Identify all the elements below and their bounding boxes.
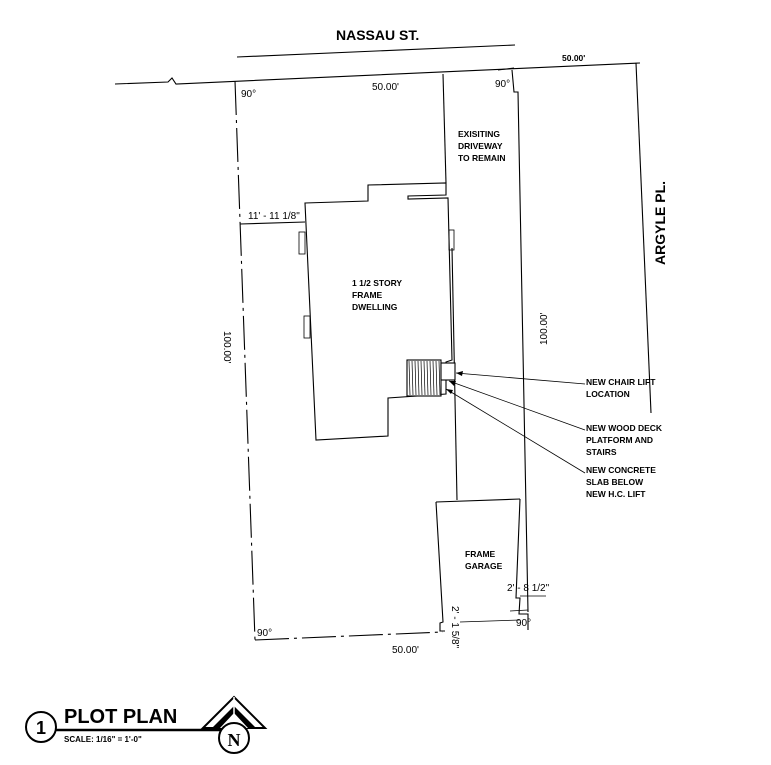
garage-right <box>515 498 529 630</box>
dim-rear-width: 50.00' <box>392 645 419 656</box>
dwelling-bay-left-top <box>298 231 306 255</box>
callout-chair-lift: NEW CHAIR LIFT LOCATION <box>586 377 658 399</box>
north-letter: N <box>228 730 241 750</box>
drawing-number-circle <box>25 711 57 743</box>
garage-left <box>435 501 445 632</box>
street-name-argyle: ARGYLE PL. <box>652 181 668 265</box>
dwelling <box>239 182 455 441</box>
dwelling-bay-right <box>448 229 455 251</box>
angle-top-left: 90° <box>241 89 256 100</box>
arrowhead-slab <box>446 389 453 394</box>
drawing-title: PLOT PLAN <box>64 706 177 728</box>
garage-tick <box>509 609 529 612</box>
garage-top <box>435 498 521 503</box>
garage <box>435 498 546 632</box>
angle-bottom-left: 90° <box>257 628 272 639</box>
nassau-street-line <box>236 44 516 58</box>
angle-bottom-right: 90° <box>516 618 531 629</box>
dwelling-outline <box>304 182 453 441</box>
arrowhead-deck <box>449 381 456 386</box>
drawing-scale: SCALE: 1/16" = 1'-0" <box>64 735 142 744</box>
leader-chair-lift <box>455 372 586 385</box>
stair-tread <box>420 360 423 396</box>
leader-deck <box>448 380 586 431</box>
street-name-nassau: NASSAU ST. <box>336 27 419 43</box>
leader-slab <box>445 388 586 474</box>
stair-tread <box>417 360 420 396</box>
setback-line <box>239 221 306 225</box>
chair-lift <box>440 362 456 381</box>
callout-slab: NEW CONCRETE SLAB BELOW NEW H.C. LIFT <box>586 465 658 499</box>
lot-right-boundary <box>511 69 529 613</box>
stair-tread <box>423 360 426 396</box>
lot-left-boundary <box>234 80 256 641</box>
stair-tread <box>435 360 438 396</box>
arrowhead-chair-lift <box>456 371 463 376</box>
garage-rear-dim <box>459 619 521 623</box>
stair-tread <box>411 360 414 396</box>
street-lines <box>114 44 641 85</box>
lot-corner-tick <box>497 67 515 71</box>
dim-lot-depth-right: 100.00' <box>539 312 550 345</box>
north-arrow-icon: N <box>200 695 268 754</box>
callout-deck: NEW WOOD DECK PLATFORM AND STAIRS <box>586 423 664 457</box>
dim-front-width: 50.00' <box>372 82 399 93</box>
dwelling-bay-left-bottom <box>303 315 311 339</box>
dim-garage-offset-side: 2' - 8 1/2" <box>507 583 550 594</box>
stair-tread <box>414 360 417 396</box>
argyle-property-line <box>635 62 652 414</box>
title-block: 1 PLOT PLAN SCALE: 1/16" = 1'-0" N <box>25 695 268 754</box>
dim-adjacent-width: 50.00' <box>562 53 585 63</box>
lot-boundaries <box>234 62 652 641</box>
deck-stairs <box>406 359 456 397</box>
stair-tread <box>432 360 435 396</box>
dwelling-label: 1 1/2 STORY FRAME DWELLING <box>352 278 404 312</box>
dim-garage-offset-rear: 2' - 1 5/8" <box>449 606 460 649</box>
dim-lot-depth-left: 100.00' <box>221 331 232 364</box>
driveway-label: EXISITING DRIVEWAY TO REMAIN <box>458 129 506 163</box>
garage-label: FRAME GARAGE <box>465 549 503 571</box>
stair-tread <box>408 360 411 396</box>
stair-tread <box>438 360 441 396</box>
callout-leaders <box>445 371 586 474</box>
dim-side-setback: 11' - 11 1/8" <box>248 211 300 222</box>
front-property-line <box>114 62 641 85</box>
lot-rear-boundary <box>254 631 444 641</box>
stair-treads <box>408 360 441 396</box>
drawing-number: 1 <box>36 718 46 738</box>
stair-tread <box>429 360 432 396</box>
driveway-left-edge <box>442 73 447 184</box>
angle-top-right: 90° <box>495 79 510 90</box>
stair-tread <box>426 360 429 396</box>
